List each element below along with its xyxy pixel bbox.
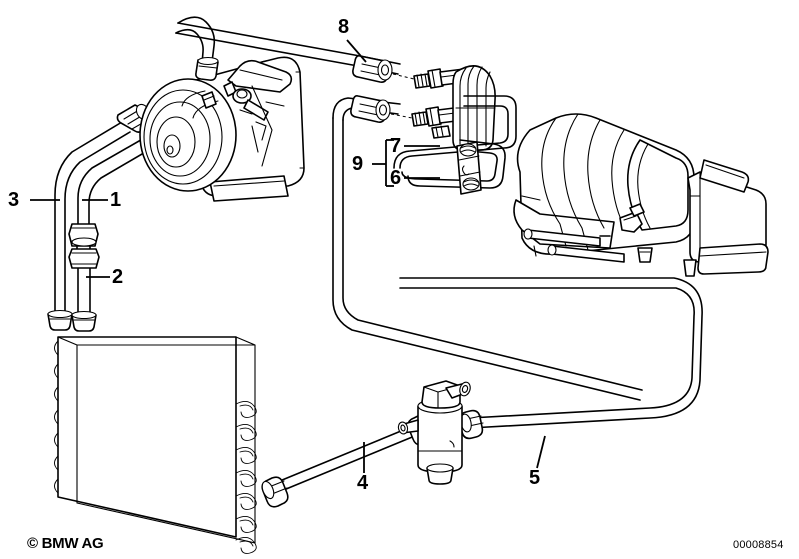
callout-5: 5 <box>529 467 541 489</box>
callout-2: 2 <box>112 266 124 288</box>
evaporator-heater-housing <box>513 113 769 277</box>
callout-8: 8 <box>338 16 350 38</box>
callout-7: 7 <box>390 135 402 157</box>
hose-4-left-nut <box>261 476 289 508</box>
hose-3-suction <box>47 103 151 331</box>
evaporator-pipe-7 <box>393 95 517 169</box>
hose-2-upper-coupling <box>68 237 100 269</box>
hose-8-right-fitting <box>352 55 393 83</box>
callout-3: 3 <box>8 189 20 211</box>
hose-5-left-nut <box>458 409 484 440</box>
callout-6: 6 <box>390 167 402 189</box>
ac-compressor <box>139 56 305 202</box>
hose-3-lower-nut <box>47 309 73 331</box>
callout-4: 4 <box>357 472 369 494</box>
copyright-notice: © BMW AG <box>27 535 104 552</box>
hose-9-lower-line <box>332 95 643 401</box>
hose-2-lower-nut <box>71 310 97 332</box>
hose-9-right-fitting <box>350 95 391 123</box>
condenser-fins-left <box>54 340 59 494</box>
valve-mount-bracket <box>456 141 482 195</box>
receiver-drier <box>397 380 471 485</box>
hose-8-left-end-nut <box>195 56 219 81</box>
callout-1: 1 <box>110 189 122 211</box>
expansion-valve-block <box>393 65 517 195</box>
part-number: 00008854 <box>733 539 784 551</box>
callout-9: 9 <box>352 153 364 175</box>
condenser-fins-right <box>235 401 257 554</box>
hose-2-pressure <box>68 237 100 332</box>
condenser <box>54 336 257 554</box>
hose-8-suction-line <box>175 16 415 83</box>
hose-5-return-line <box>399 277 703 440</box>
callout-leaders <box>30 39 546 473</box>
